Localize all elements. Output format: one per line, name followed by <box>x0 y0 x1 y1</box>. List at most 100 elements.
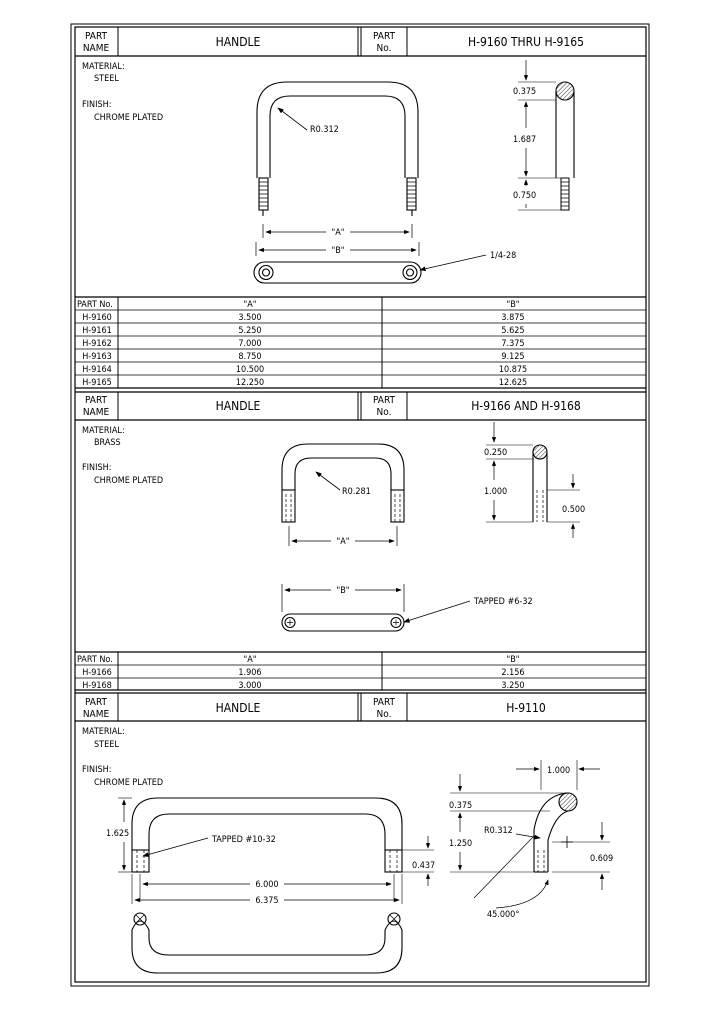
svg-text:9.125: 9.125 <box>501 352 524 362</box>
side-radius: R0.312 <box>484 826 513 836</box>
no-label: No. <box>377 709 392 720</box>
side-dim-2: 1.687 <box>513 135 536 145</box>
part-label: PART <box>85 697 107 708</box>
material-value: STEEL <box>94 74 119 84</box>
svg-text:H-9161: H-9161 <box>82 326 112 336</box>
side-dim-0375: 0.375 <box>449 801 472 811</box>
section-2-table: PART No. "A" "B" H-9166 1.906 2.156 H-91… <box>75 651 646 691</box>
table-row: H-9164 10.500 10.875 <box>82 365 527 375</box>
svg-text:10.500: 10.500 <box>236 365 264 375</box>
section-3: PART NAME HANDLE PART No. H-9110 MATERIA… <box>75 692 646 974</box>
no-label: No. <box>377 43 392 54</box>
part-number: H-9166 AND H-9168 <box>471 399 581 413</box>
handle-front-view <box>256 81 419 216</box>
svg-text:5.625: 5.625 <box>501 326 524 336</box>
side-dim-0609: 0.609 <box>590 854 613 864</box>
dim-b-label: "B" <box>332 246 345 256</box>
handle-side-view <box>486 422 580 538</box>
svg-text:H-9164: H-9164 <box>82 365 112 375</box>
svg-text:2.156: 2.156 <box>501 668 524 678</box>
side-dim-1: 0.250 <box>484 448 507 458</box>
section-1-table: PART No. "A" "B" H-9160 3.500 3.875 H-91… <box>75 296 646 389</box>
table-header-b: "B" <box>507 655 520 665</box>
table-row: H-9162 7.000 7.375 <box>82 339 524 349</box>
part-label: PART <box>373 697 395 708</box>
side-angle: 45.000° <box>487 910 519 920</box>
material-label: MATERIAL: <box>82 426 125 436</box>
finish-label: FINISH: <box>82 765 111 775</box>
table-row: H-9165 12.250 12.625 <box>82 378 527 388</box>
svg-text:5.250: 5.250 <box>238 326 261 336</box>
thread-callout: 1/4-28 <box>490 251 516 261</box>
side-dim-1250: 1.250 <box>449 839 472 849</box>
dim-6375: 6.375 <box>255 896 278 906</box>
inner-frame <box>74 26 647 983</box>
part-label: PART <box>373 395 395 406</box>
part-name: HANDLE <box>216 399 261 413</box>
part-label: PART <box>373 31 395 42</box>
part-number: H-9160 THRU H-9165 <box>468 35 584 49</box>
finish-label: FINISH: <box>82 100 111 110</box>
handle-front-view <box>281 443 405 523</box>
outer-frame <box>70 23 650 987</box>
tapped-callout: TAPPED #6-32 <box>473 597 533 607</box>
finish-value: CHROME PLATED <box>94 113 163 123</box>
dim-a-label: "A" <box>337 537 350 547</box>
section-2: PART NAME HANDLE PART No. H-9166 AND H-9… <box>75 391 646 691</box>
section-2-header: PART NAME HANDLE PART No. H-9166 AND H-9… <box>75 392 646 421</box>
material-label: MATERIAL: <box>82 727 125 737</box>
table-row: H-9163 8.750 9.125 <box>82 352 524 362</box>
part-name: HANDLE <box>216 35 261 49</box>
dim-6000: 6.000 <box>255 880 278 890</box>
name-label: NAME <box>83 43 110 54</box>
svg-text:8.750: 8.750 <box>238 352 261 362</box>
no-label: No. <box>377 407 392 418</box>
svg-text:3.500: 3.500 <box>238 313 261 323</box>
dim-0437: 0.437 <box>412 861 435 871</box>
part-label: PART <box>85 395 107 406</box>
part-name: HANDLE <box>216 701 261 715</box>
material-label: MATERIAL: <box>82 62 125 72</box>
svg-text:H-9165: H-9165 <box>82 378 112 388</box>
svg-text:7.000: 7.000 <box>238 339 261 349</box>
side-dim-1000: 1.000 <box>547 766 570 776</box>
svg-text:H-9163: H-9163 <box>82 352 112 362</box>
handle-side-view <box>450 760 610 909</box>
svg-text:H-9168: H-9168 <box>82 681 112 691</box>
section-1-header: PART NAME HANDLE PART No. H-9160 THRU H-… <box>75 27 646 57</box>
dim-a-label: "A" <box>332 228 345 238</box>
handle-top-view <box>131 912 403 974</box>
svg-text:12.625: 12.625 <box>499 378 527 388</box>
finish-label: FINISH: <box>82 463 111 473</box>
table-row: H-9161 5.250 5.625 <box>82 326 524 336</box>
svg-text:H-9160: H-9160 <box>82 313 112 323</box>
table-header-a: "A" <box>244 655 257 665</box>
radius-callout: R0.281 <box>342 487 371 497</box>
svg-text:12.250: 12.250 <box>236 378 264 388</box>
tapped-callout: TAPPED #10-32 <box>211 835 276 845</box>
handle-side-view <box>518 60 575 211</box>
finish-value: CHROME PLATED <box>94 778 163 788</box>
part-number: H-9110 <box>506 701 546 715</box>
table-row: H-9160 3.500 3.875 <box>82 313 524 323</box>
svg-text:3.875: 3.875 <box>501 313 524 323</box>
side-dim-3: 0.500 <box>562 505 585 515</box>
svg-text:3.250: 3.250 <box>501 681 524 691</box>
part-label: PART <box>85 31 107 42</box>
table-row: H-9166 1.906 2.156 <box>82 668 524 678</box>
name-label: NAME <box>83 407 110 418</box>
svg-text:H-9166: H-9166 <box>82 668 112 678</box>
table-row: H-9168 3.000 3.250 <box>82 681 524 691</box>
table-header-a: "A" <box>244 300 257 310</box>
side-dim-3: 0.750 <box>513 191 536 201</box>
table-header-b: "B" <box>507 300 520 310</box>
svg-text:H-9162: H-9162 <box>82 339 112 349</box>
section-1: PART NAME HANDLE PART No. H-9160 THRU H-… <box>75 27 646 389</box>
section-3-header: PART NAME HANDLE PART No. H-9110 <box>75 693 646 722</box>
svg-text:7.375: 7.375 <box>501 339 524 349</box>
finish-value: CHROME PLATED <box>94 476 163 486</box>
side-dim-1: 0.375 <box>513 87 536 97</box>
svg-text:1.906: 1.906 <box>238 668 261 678</box>
radius-callout: R0.312 <box>310 125 339 135</box>
